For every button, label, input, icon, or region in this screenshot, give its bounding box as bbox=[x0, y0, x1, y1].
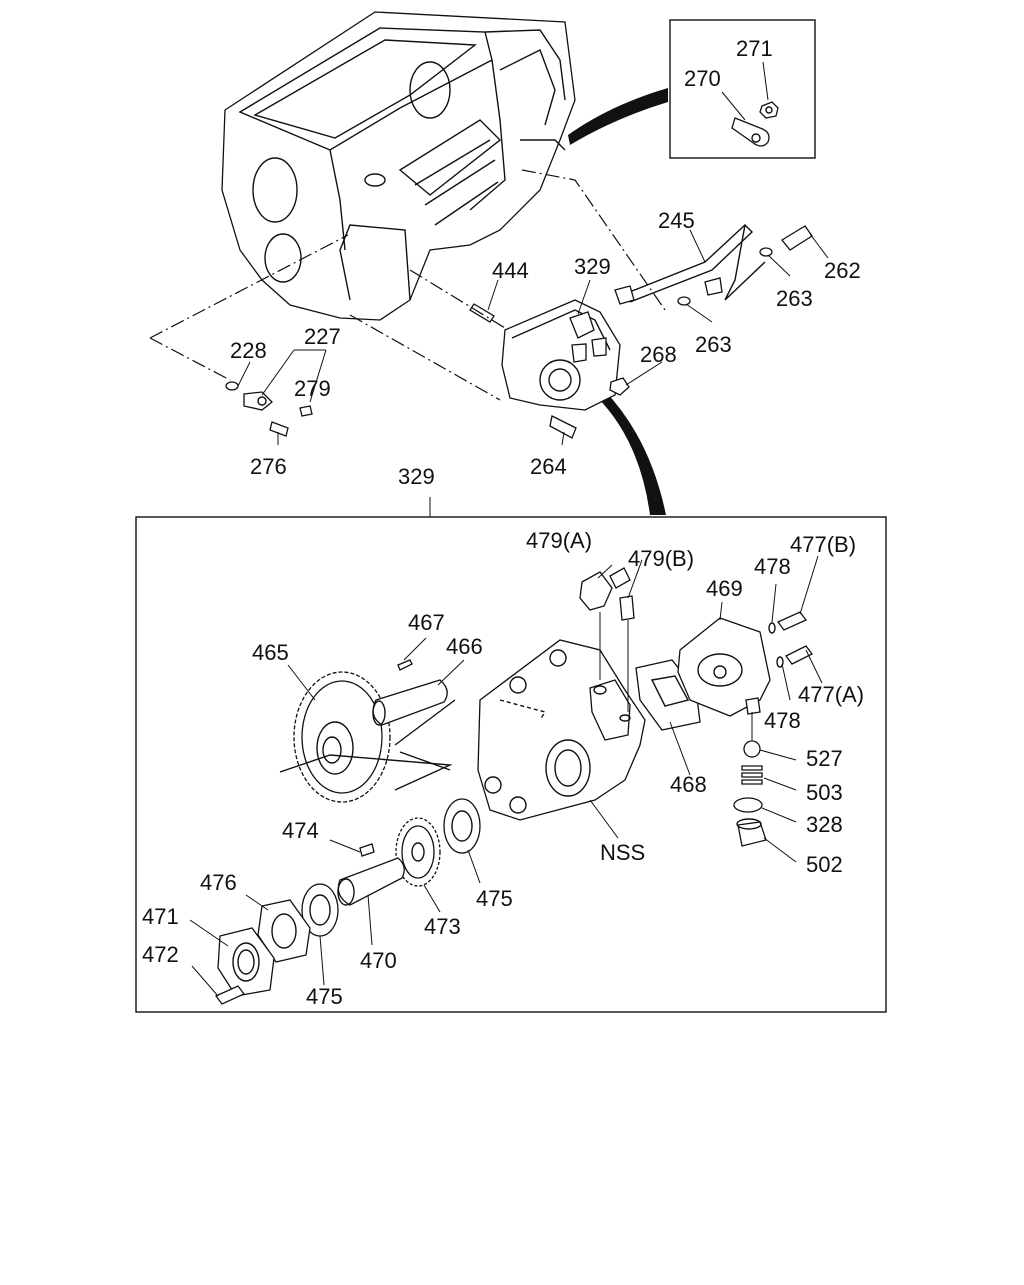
label-475-lower: 475 bbox=[306, 984, 343, 1009]
gear-465 bbox=[279, 671, 456, 803]
stud-444 bbox=[469, 303, 495, 323]
shaft-466 bbox=[372, 679, 448, 726]
oil-pipe bbox=[614, 224, 766, 305]
leader-lines-detail bbox=[189, 555, 823, 997]
pto-assembly-top bbox=[501, 299, 621, 411]
label-502: 502 bbox=[806, 852, 843, 877]
elbow-479a-tip bbox=[609, 567, 631, 589]
label-479a: 479(A) bbox=[526, 528, 592, 553]
label-276: 276 bbox=[250, 454, 287, 479]
label-466: 466 bbox=[446, 634, 483, 659]
pump-detail-frame bbox=[135, 516, 887, 1013]
pump-housing bbox=[477, 639, 646, 821]
label-472: 472 bbox=[142, 942, 179, 967]
alignment-line-1 bbox=[149, 234, 349, 339]
label-nss: NSS bbox=[600, 840, 645, 865]
label-478-lower: 478 bbox=[764, 708, 801, 733]
alignment-line-2 bbox=[149, 337, 231, 381]
washer-478-upper bbox=[768, 622, 776, 634]
label-479b: 479(B) bbox=[628, 546, 694, 571]
bolt-472 bbox=[214, 985, 246, 1005]
elbow-479a bbox=[579, 571, 613, 611]
label-270: 270 bbox=[684, 66, 721, 91]
label-279: 279 bbox=[294, 376, 331, 401]
label-329-top: 329 bbox=[574, 254, 611, 279]
key-467 bbox=[397, 659, 413, 671]
label-527: 527 bbox=[806, 746, 843, 771]
label-468: 468 bbox=[670, 772, 707, 797]
label-503: 503 bbox=[806, 780, 843, 805]
plug-502 bbox=[737, 821, 767, 847]
washer-263-lower bbox=[677, 296, 691, 306]
label-467: 467 bbox=[408, 610, 445, 635]
bolt-477a bbox=[785, 645, 813, 665]
label-268: 268 bbox=[640, 342, 677, 367]
label-228: 228 bbox=[230, 338, 267, 363]
label-329-detail: 329 bbox=[398, 464, 435, 489]
label-473: 473 bbox=[424, 914, 461, 939]
label-263-upper: 263 bbox=[776, 286, 813, 311]
washer-263-upper bbox=[759, 247, 773, 257]
bearing-475-upper bbox=[443, 798, 481, 854]
label-264: 264 bbox=[530, 454, 567, 479]
label-477a: 477(A) bbox=[798, 682, 864, 707]
leader-lines-top bbox=[237, 229, 829, 446]
label-262: 262 bbox=[824, 258, 861, 283]
label-245: 245 bbox=[658, 208, 695, 233]
label-470: 470 bbox=[360, 948, 397, 973]
label-476: 476 bbox=[200, 870, 237, 895]
spring-503 bbox=[741, 765, 763, 785]
washer-328 bbox=[733, 797, 763, 813]
cover-plate-471 bbox=[217, 927, 275, 997]
ball-527 bbox=[743, 740, 761, 758]
fitting-479b bbox=[619, 595, 635, 621]
label-474: 474 bbox=[282, 818, 319, 843]
washer-478-lower bbox=[776, 656, 784, 668]
label-444: 444 bbox=[492, 258, 529, 283]
transmission-case bbox=[221, 11, 576, 321]
label-263-lower: 263 bbox=[695, 332, 732, 357]
label-271: 271 bbox=[736, 36, 773, 61]
label-475-upper: 475 bbox=[476, 886, 513, 911]
alignment-line-3 bbox=[349, 314, 501, 401]
bolt-262 bbox=[781, 225, 813, 251]
shaft-470 bbox=[337, 857, 405, 906]
alignment-line-4 bbox=[409, 269, 506, 329]
clip-detail-inset bbox=[669, 19, 816, 159]
key-474 bbox=[359, 843, 375, 857]
nut-268 bbox=[609, 377, 630, 396]
alignment-line-5 bbox=[521, 169, 666, 311]
inset-pointer-arrow bbox=[568, 88, 668, 145]
label-328: 328 bbox=[806, 812, 843, 837]
label-465: 465 bbox=[252, 640, 289, 665]
label-227: 227 bbox=[304, 324, 341, 349]
detail-pointer-arrow bbox=[596, 390, 666, 515]
label-471: 471 bbox=[142, 904, 179, 929]
pump-cover-469 bbox=[677, 617, 771, 717]
gasket-476 bbox=[257, 899, 311, 963]
label-478-upper: 478 bbox=[754, 554, 791, 579]
bearing-475-lower bbox=[301, 883, 339, 937]
bolt-477b bbox=[776, 611, 808, 631]
bolt-264 bbox=[549, 415, 577, 439]
gear-473 bbox=[395, 817, 441, 887]
label-477b: 477(B) bbox=[790, 532, 856, 557]
label-469: 469 bbox=[706, 576, 743, 601]
callout-labels: 271 270 245 262 263 444 329 263 268 227 … bbox=[142, 36, 864, 1009]
